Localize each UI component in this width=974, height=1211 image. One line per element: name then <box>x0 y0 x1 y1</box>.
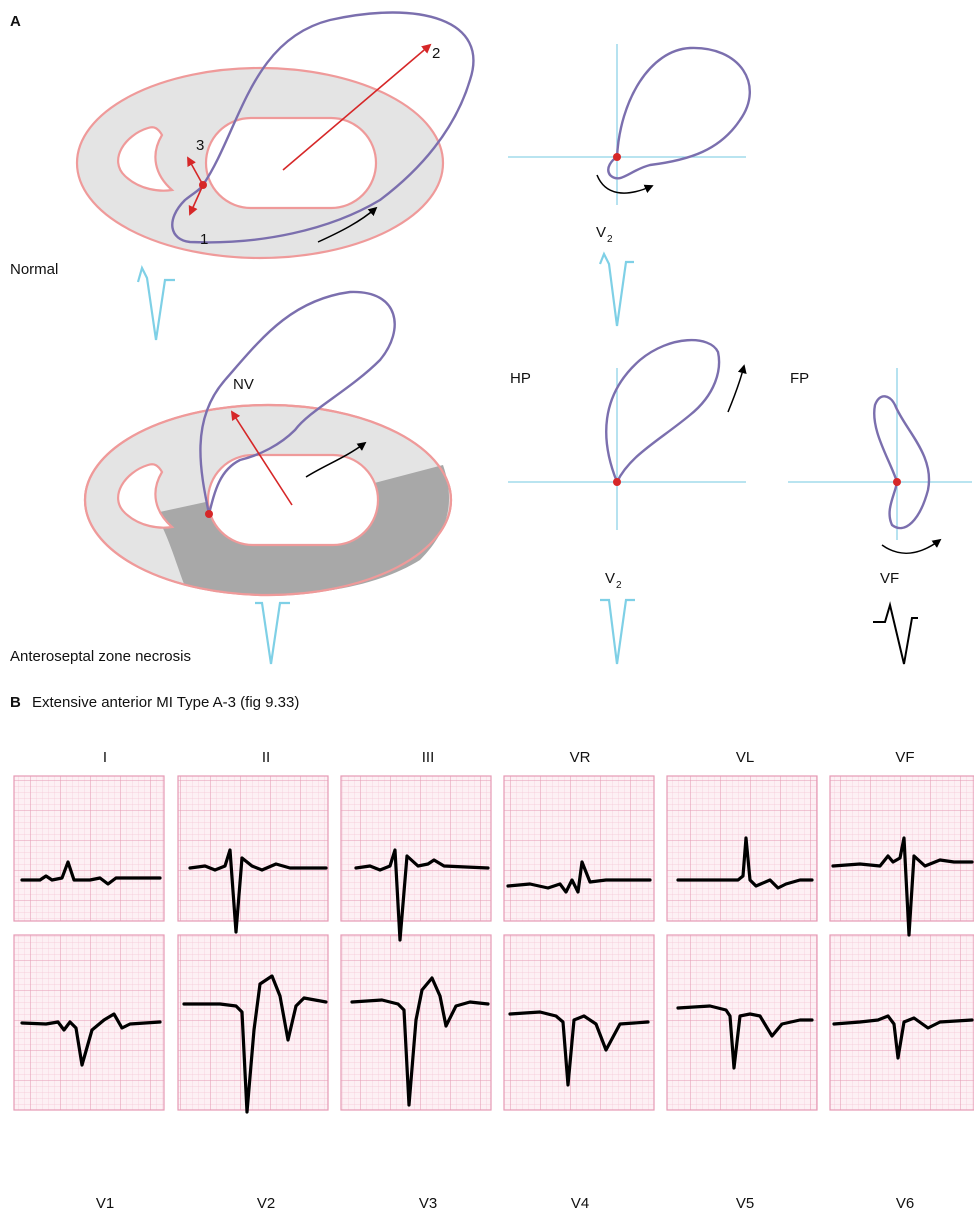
necrosis-left-ventricle-cavity <box>206 453 380 547</box>
panel-a-label: A <box>10 13 21 30</box>
fp-vector-loop <box>873 395 931 530</box>
normal-v2-label-sub: 2 <box>607 234 613 245</box>
vector-1-arrow <box>188 184 204 216</box>
vector-3-arrow <box>187 156 204 186</box>
vector-2-label: 2 <box>432 45 440 62</box>
necrosis-origin-dot <box>205 510 213 518</box>
lead-label-vf: VF <box>895 749 914 766</box>
ecg-panel-vl <box>666 775 818 922</box>
ecg-trace-v6 <box>832 1014 974 1060</box>
ecg-trace-vl <box>676 836 814 890</box>
panel-b-label: B <box>10 694 21 711</box>
nv-label: NV <box>233 376 254 393</box>
necrosis-right-ventricle-cavity <box>117 463 175 529</box>
ecg-trace-v5 <box>676 1004 814 1070</box>
necrosis-label: Anteroseptal zone necrosis <box>10 648 191 665</box>
necrosis-qs-wave <box>255 601 290 665</box>
hp-vector-loop <box>605 339 721 485</box>
normal-v2-rotation-arrow <box>596 174 654 194</box>
necrosis-v2-label: V <box>605 570 615 587</box>
normal-right-ventricle-cavity <box>117 126 175 192</box>
necrosis-heart-section: NV <box>83 290 453 665</box>
fp-origin-dot <box>893 478 901 486</box>
lead-label-ii: II <box>262 749 270 766</box>
lead-label-vr: VR <box>570 749 591 766</box>
lead-label-i: I <box>103 749 107 766</box>
ecg-trace-vr <box>506 860 652 894</box>
lead-label-iii: III <box>422 749 435 766</box>
ecg-trace-vf <box>831 836 974 937</box>
necrosis-vector-loop <box>199 290 396 515</box>
lead-label-v4: V4 <box>571 1195 589 1211</box>
lead-label-v2: V2 <box>257 1195 275 1211</box>
necrosis-ventricle-outline <box>83 403 453 597</box>
necrosis-v2-label-sub: 2 <box>616 580 622 591</box>
hp-loop-panel: HP V 2 <box>508 339 747 665</box>
ecg-trace-v2 <box>182 974 328 1114</box>
normal-vector-loop <box>171 11 475 244</box>
normal-v2-label: V <box>596 224 606 241</box>
necrosis-v2-qs-wave <box>600 598 635 665</box>
ecg-panel-vr <box>503 775 655 922</box>
lead-label-v5: V5 <box>736 1195 754 1211</box>
lead-label-v6: V6 <box>896 1195 914 1211</box>
hp-origin-dot <box>613 478 621 486</box>
fp-loop-panel: FP VF <box>788 368 972 665</box>
ecg-trace-v4 <box>508 1010 650 1087</box>
vector-2-arrow <box>282 43 432 171</box>
vector-3-label: 3 <box>196 137 204 154</box>
normal-origin-dot <box>199 181 207 189</box>
normal-heart-section: 1 2 3 <box>75 11 475 341</box>
lead-label-vl: VL <box>736 749 754 766</box>
fp-rotation-arrow <box>881 538 942 554</box>
panel-b-title: Extensive anterior MI Type A-3 (fig 9.33… <box>32 694 299 711</box>
fp-label: FP <box>790 370 809 387</box>
normal-v2-qrs-wave <box>598 251 634 327</box>
lead-label-v1: V1 <box>96 1195 114 1211</box>
normal-qrs-wave <box>136 264 175 341</box>
vector-1-label: 1 <box>200 231 208 248</box>
necrosis-rotation-arrow <box>305 441 367 478</box>
normal-rotation-arrow <box>317 206 378 243</box>
ecg-trace-v3 <box>350 976 490 1107</box>
normal-v2-loop-panel: V 2 <box>508 44 751 327</box>
ecg-panel-ii <box>177 775 329 922</box>
ecg-panel-iii <box>340 775 492 922</box>
ecg-panel-v2 <box>177 934 329 1111</box>
ecg-trace-ii <box>188 848 328 934</box>
normal-v2-vector-loop <box>607 46 751 180</box>
vf-qrs-wave <box>873 601 918 665</box>
ecg-trace-v1 <box>20 1012 162 1067</box>
normal-label: Normal <box>10 261 58 278</box>
vf-label: VF <box>880 570 899 587</box>
lead-label-v3: V3 <box>419 1195 437 1211</box>
hp-label: HP <box>510 370 531 387</box>
ecg-panel-i <box>13 775 165 922</box>
hp-rotation-arrow <box>727 364 747 413</box>
ecg-trace-i <box>20 860 162 886</box>
ecg-trace-iii <box>354 848 490 942</box>
normal-v2-origin-dot <box>613 153 621 161</box>
necrosis-vector-arrow <box>230 410 293 506</box>
